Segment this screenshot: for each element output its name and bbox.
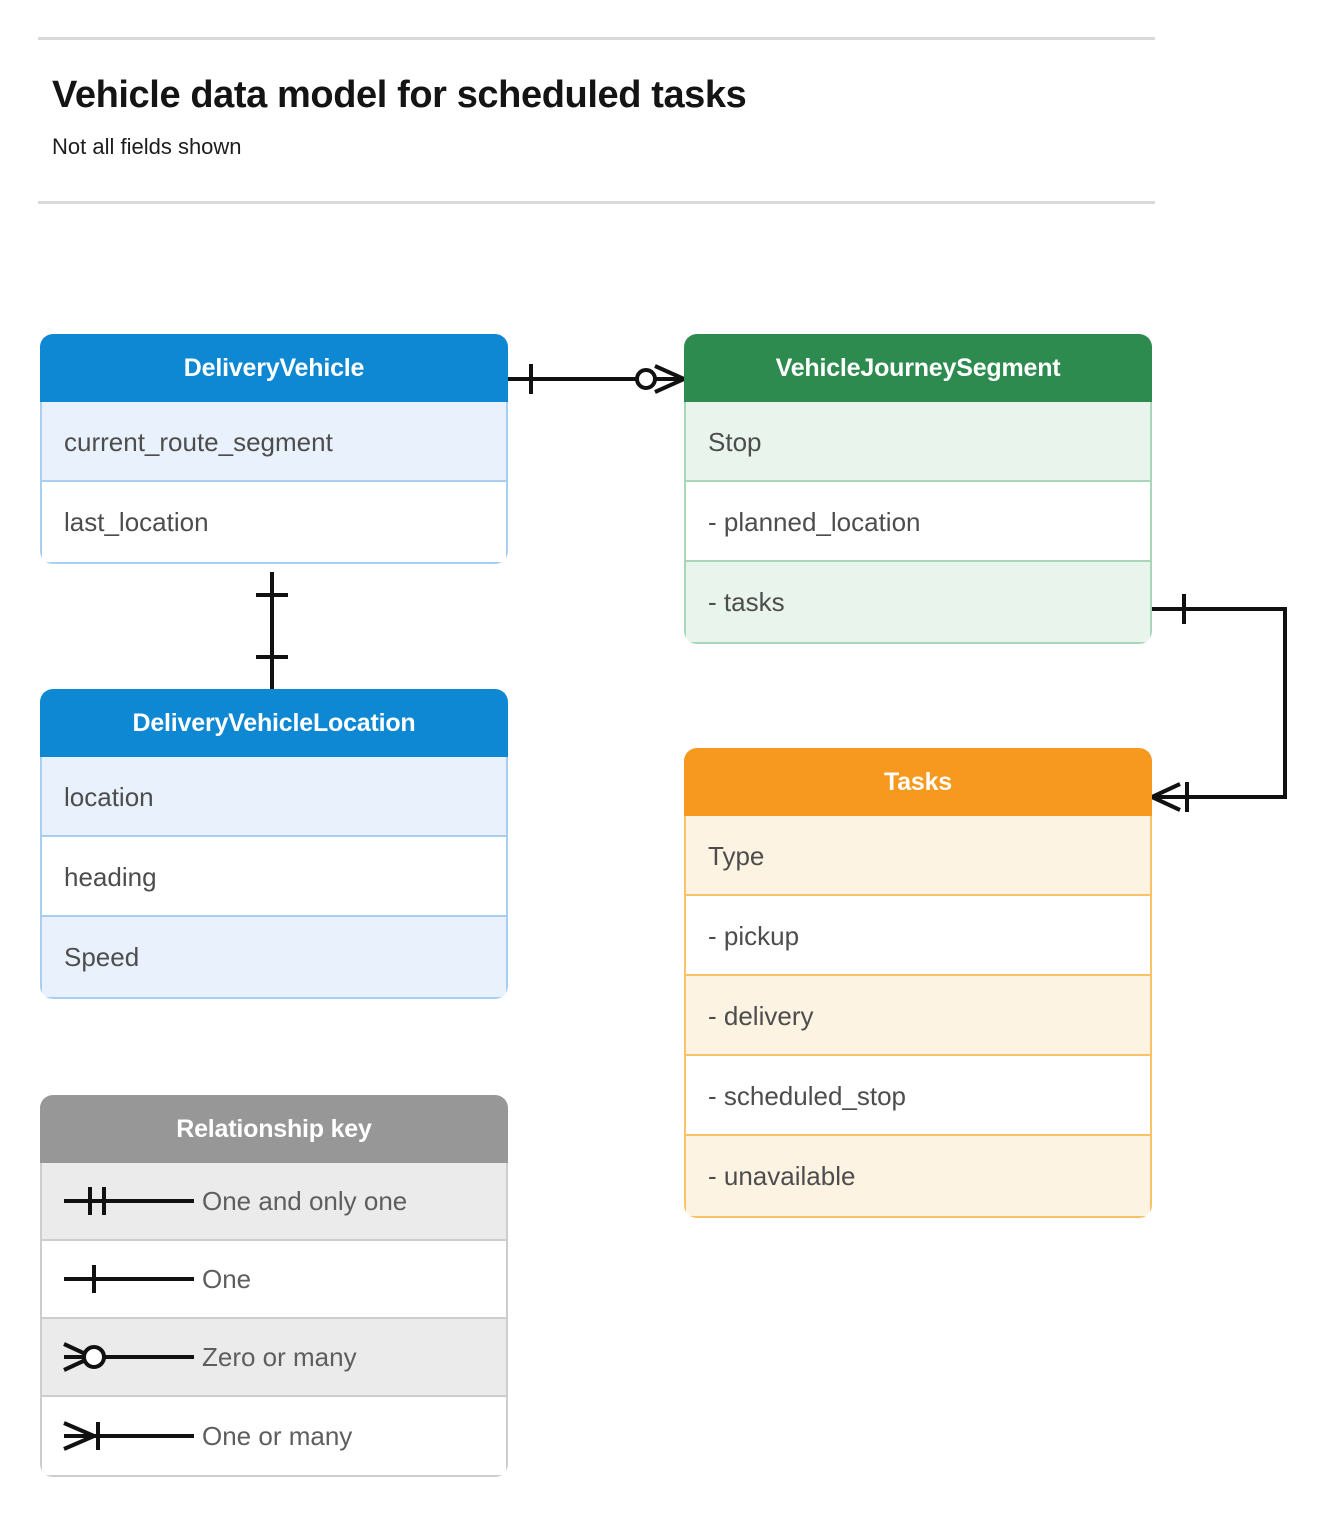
entity-header-vehicle-journey-segment: VehicleJourneySegment xyxy=(684,334,1152,402)
entity-header-delivery-vehicle: DeliveryVehicle xyxy=(40,334,508,402)
page-title: Vehicle data model for scheduled tasks xyxy=(52,74,747,116)
legend-header: Relationship key xyxy=(40,1095,508,1163)
connector-line-tasks xyxy=(1152,607,1287,799)
legend-item-one-or-many: One or many xyxy=(42,1397,506,1475)
legend-item-label: One and only one xyxy=(202,1185,408,1216)
crowsfoot-lower-tasks xyxy=(1151,795,1181,812)
entity-delivery-vehicle[interactable]: DeliveryVehicle current_route_segment la… xyxy=(40,334,508,564)
header-divider-bottom xyxy=(38,201,1155,204)
zero-or-many-icon xyxy=(42,1318,202,1396)
entity-delivery-vehicle-location[interactable]: DeliveryVehicleLocation location heading… xyxy=(40,689,508,999)
entity-fields-vehicle-journey-segment: Stop - planned_location - tasks xyxy=(684,402,1152,644)
legend-item-label: One xyxy=(202,1263,252,1294)
entity-header-tasks: Tasks xyxy=(684,748,1152,816)
one-or-many-icon xyxy=(42,1397,202,1475)
entity-field-row: - unavailable xyxy=(686,1136,1150,1216)
legend-item-one: One xyxy=(42,1241,506,1319)
one-icon xyxy=(42,1240,202,1318)
entity-field-row: heading xyxy=(42,837,506,917)
entity-field-row: - pickup xyxy=(686,896,1150,976)
legend-relationship-key[interactable]: Relationship key One and only one xyxy=(40,1095,508,1477)
entity-fields-tasks: Type - pickup - delivery - scheduled_sto… xyxy=(684,816,1152,1218)
entity-field-row: last_location xyxy=(42,482,506,562)
cardinality-zero-circle-journey xyxy=(635,368,657,390)
entity-field-row: - planned_location xyxy=(686,482,1150,562)
legend-item-one-and-only-one: One and only one xyxy=(42,1163,506,1241)
entity-field-row: - tasks xyxy=(686,562,1150,642)
entity-field-row: Stop xyxy=(686,402,1150,482)
crowsfoot-lower-journey xyxy=(654,377,685,394)
page-subtitle: Not all fields shown xyxy=(52,134,242,159)
one-and-only-one-icon xyxy=(42,1162,202,1240)
entity-field-row: - scheduled_stop xyxy=(686,1056,1150,1136)
entity-field-row: location xyxy=(42,757,506,837)
entity-header-delivery-vehicle-location: DeliveryVehicleLocation xyxy=(40,689,508,757)
legend-item-label: One or many xyxy=(202,1420,353,1451)
entity-field-row: Speed xyxy=(42,917,506,997)
entity-fields-delivery-vehicle-location: location heading Speed xyxy=(40,757,508,999)
entity-field-row: Type xyxy=(686,816,1150,896)
legend-items: One and only one One xyxy=(40,1163,508,1477)
entity-field-row: current_route_segment xyxy=(42,402,506,482)
entity-tasks[interactable]: Tasks Type - pickup - delivery - schedul… xyxy=(684,748,1152,1218)
crowsfoot-upper-journey xyxy=(654,364,685,381)
crowsfoot-upper-tasks xyxy=(1151,782,1181,799)
entity-fields-delivery-vehicle: current_route_segment last_location xyxy=(40,402,508,564)
legend-item-zero-or-many: Zero or many xyxy=(42,1319,506,1397)
entity-vehicle-journey-segment[interactable]: VehicleJourneySegment Stop - planned_loc… xyxy=(684,334,1152,644)
legend-item-label: Zero or many xyxy=(202,1341,357,1372)
header-divider-top xyxy=(38,37,1155,40)
entity-field-row: - delivery xyxy=(686,976,1150,1056)
